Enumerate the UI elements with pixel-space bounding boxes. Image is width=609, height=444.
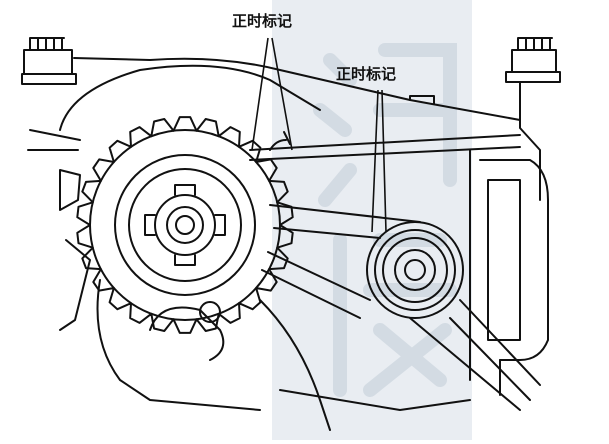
left-bolt	[21, 37, 77, 85]
left-bracket	[59, 169, 91, 331]
sprocket-teeth-outline	[76, 116, 294, 334]
top-housing	[73, 57, 521, 121]
sprocket-teeth	[76, 116, 294, 334]
timing-mark-label-1: 正时标记	[232, 12, 293, 30]
right-bolt	[505, 37, 561, 83]
timing-mark-label-2: 正时标记	[336, 65, 397, 83]
tensioner-pulley	[366, 221, 464, 319]
guide-rail	[249, 134, 521, 161]
side-cover	[479, 159, 549, 361]
cam-sprocket	[89, 129, 281, 321]
leader-lines	[251, 37, 387, 233]
engine-outline	[21, 37, 561, 431]
timing-belt	[261, 204, 421, 319]
